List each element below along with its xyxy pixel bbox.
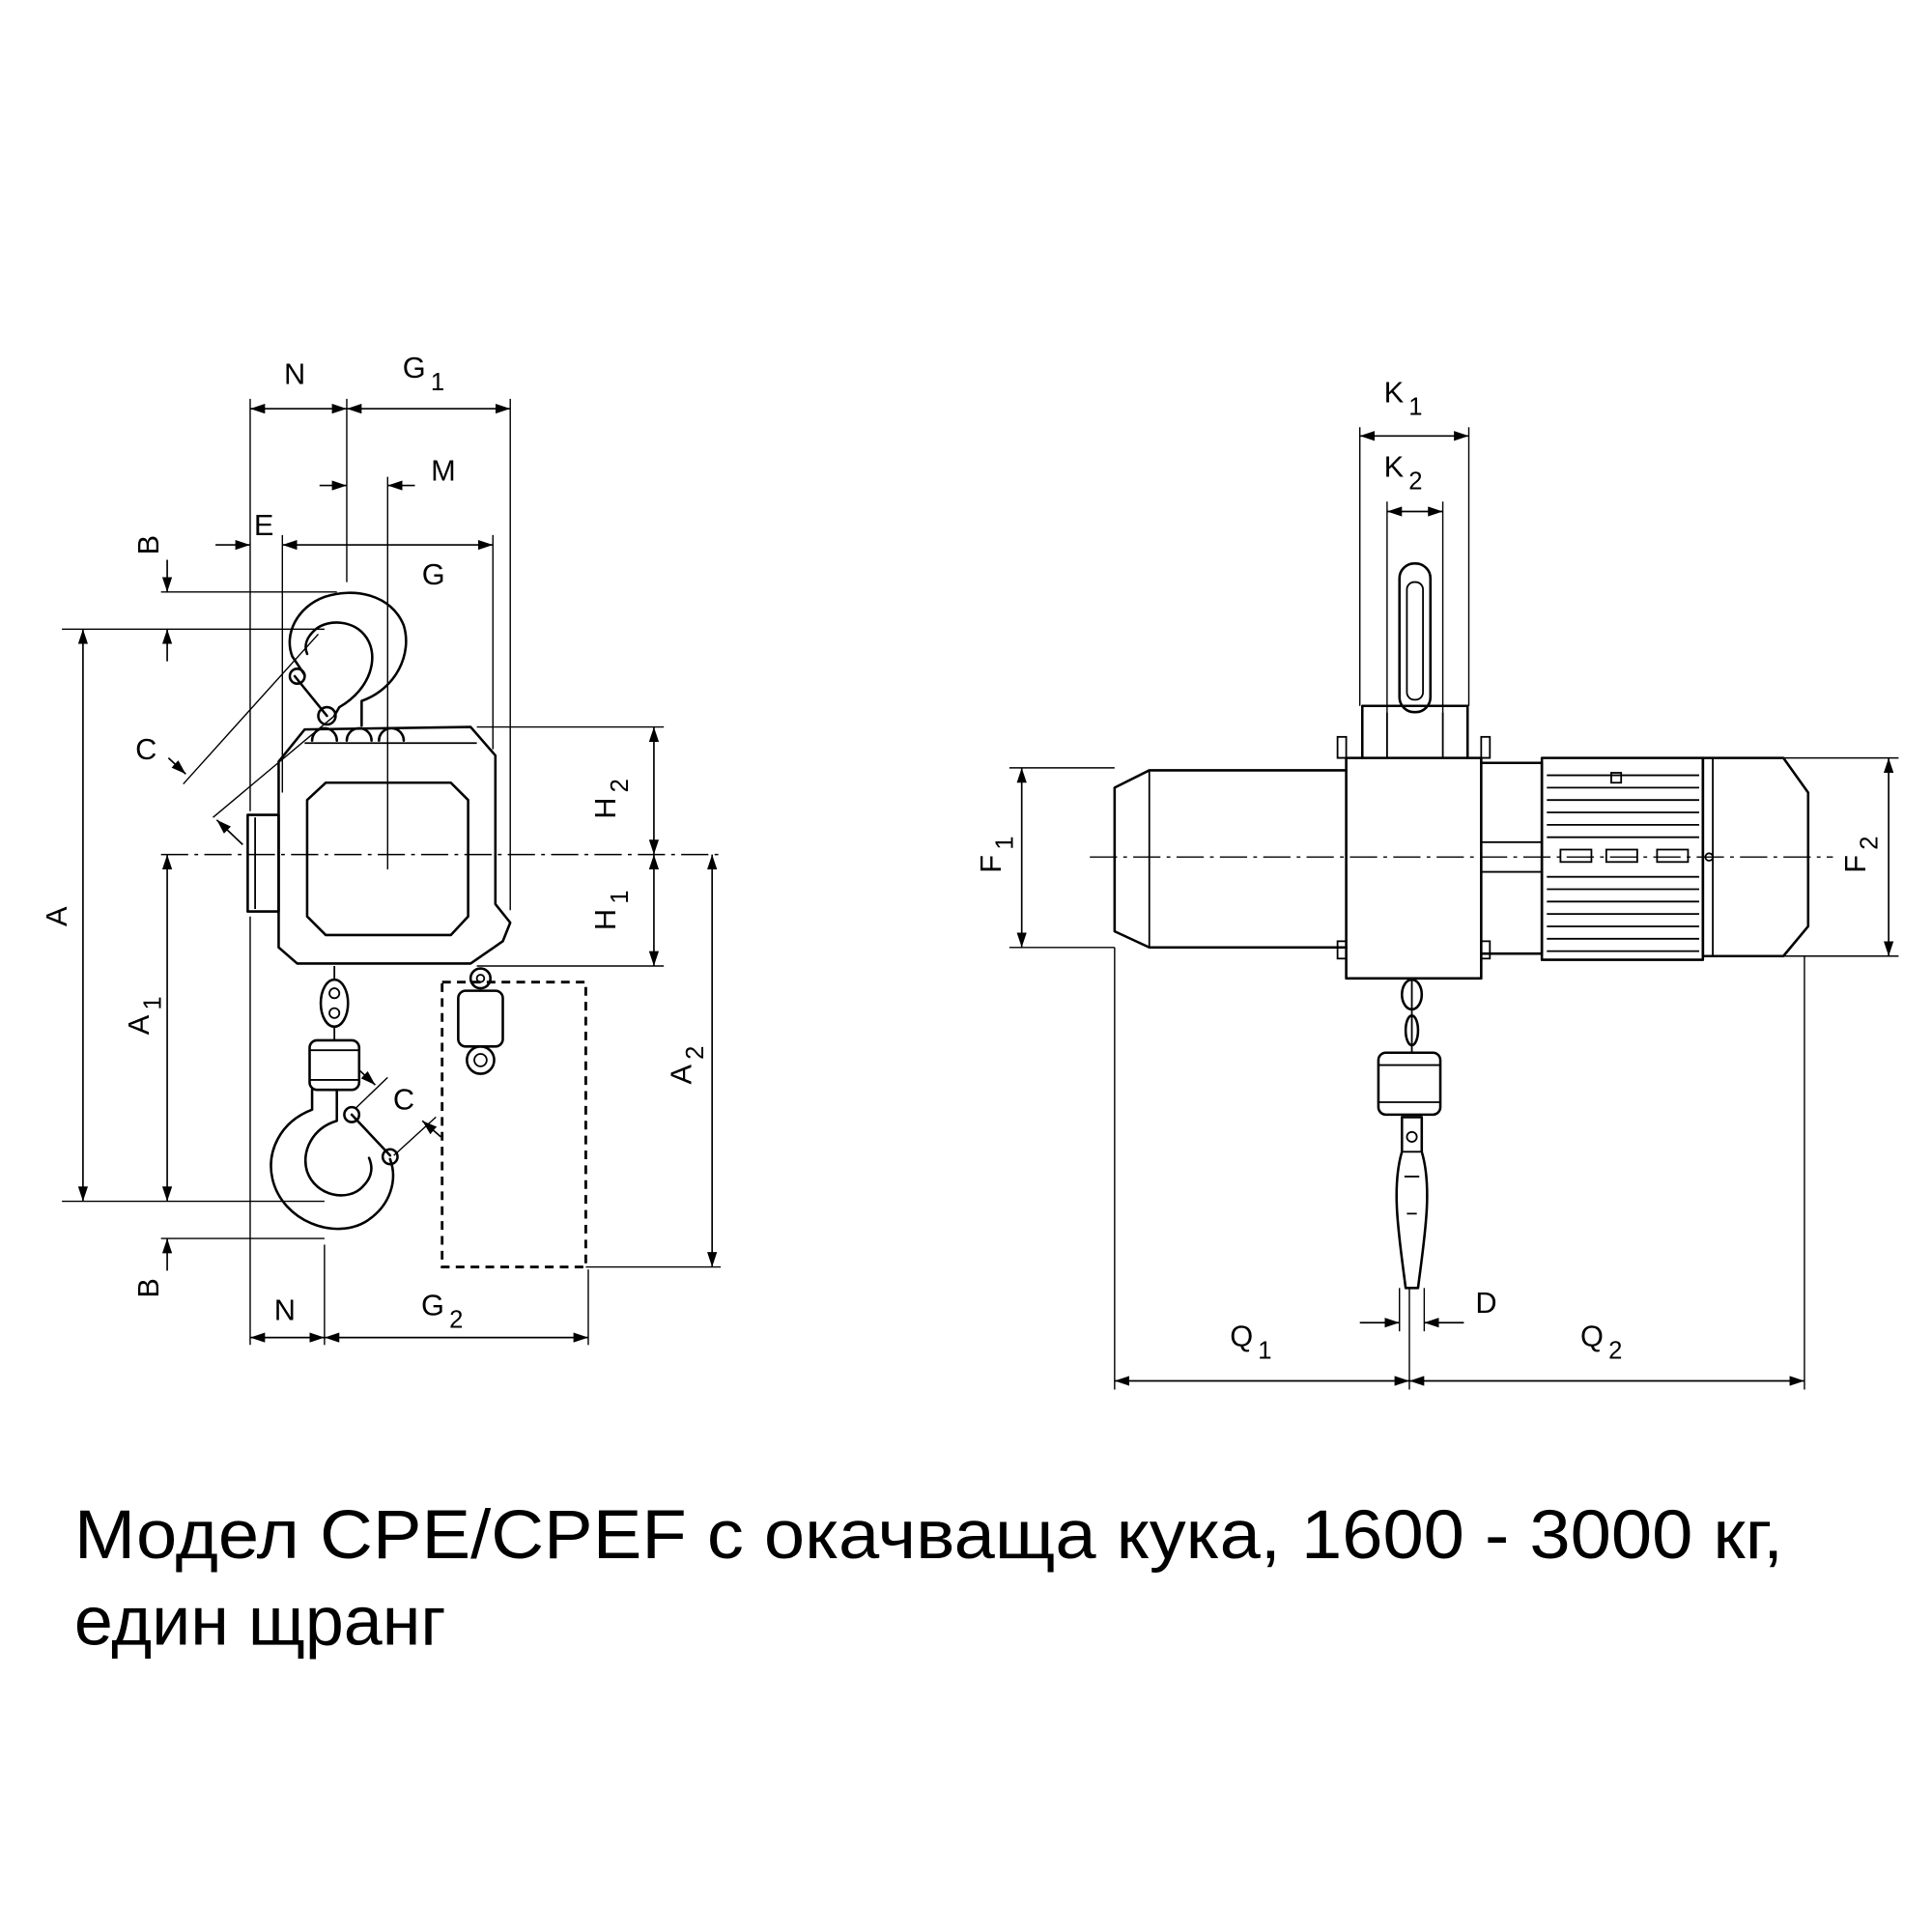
dim-label-m: M bbox=[431, 453, 456, 487]
central-frame bbox=[1336, 735, 1492, 980]
hook-block-front bbox=[1377, 1051, 1442, 1117]
dim-label-d: D bbox=[1475, 1286, 1496, 1320]
dim-label-h2: H2 bbox=[588, 779, 634, 819]
top-suspension-eye bbox=[1360, 562, 1469, 759]
caption-line-2: един щранг bbox=[74, 1583, 446, 1661]
hoist-body-side bbox=[246, 725, 512, 965]
front-extension-lines bbox=[1009, 427, 1899, 1390]
lower-load-hook bbox=[270, 966, 399, 1231]
motor-housing bbox=[1480, 756, 1810, 961]
hoist-side-view: N G1 M E B G C A H2 H1 A1 A2 C B N G2 bbox=[40, 351, 722, 1346]
body-top-bump-3 bbox=[378, 726, 406, 742]
chain-end-stop bbox=[457, 967, 504, 1075]
dim-arrow-c-bottom-outer bbox=[421, 1120, 441, 1138]
dim-label-c-top: C bbox=[135, 732, 156, 766]
hoist-front-view: K1 K2 F1 F2 D Q1 Q2 bbox=[974, 376, 1899, 1390]
control-box bbox=[246, 813, 280, 913]
dim-label-n-bottom: N bbox=[274, 1293, 296, 1327]
body-top-bump-1 bbox=[310, 726, 338, 742]
motor-terminal-box bbox=[1610, 772, 1623, 784]
dim-arrow-c-bottom-inner bbox=[358, 1069, 377, 1086]
front-load-hook bbox=[1377, 978, 1442, 1290]
dim-label-a1: A1 bbox=[122, 996, 167, 1035]
lower-hook-latch bbox=[350, 1113, 392, 1157]
dim-label-n-top: N bbox=[284, 356, 305, 390]
gearbox-housing bbox=[1113, 769, 1348, 950]
upper-suspension-hook bbox=[288, 591, 408, 727]
dim-label-a: A bbox=[40, 906, 73, 926]
chain-bag-clearance-box bbox=[440, 980, 587, 1268]
dim-label-e: E bbox=[254, 508, 274, 542]
caption-line-1: Модел CPE/CPEF с окачваща кука, 1600 - 3… bbox=[74, 1496, 1783, 1574]
dim-label-h1: H1 bbox=[588, 891, 634, 931]
body-top-bump-2 bbox=[345, 726, 373, 742]
dim-arrow-c-top-outer bbox=[167, 757, 186, 775]
motor-fan-cover bbox=[1701, 756, 1810, 958]
dim-label-f1: F1 bbox=[974, 837, 1019, 873]
dim-label-c-bottom: C bbox=[393, 1083, 414, 1117]
dim-arrow-c-top-inner bbox=[215, 819, 243, 845]
dim-label-b-bottom: B bbox=[131, 1278, 165, 1298]
chain-link-front bbox=[1401, 978, 1424, 1011]
suspension-bracket bbox=[1360, 704, 1469, 759]
dim-label-b-top: B bbox=[131, 535, 165, 555]
body-cover-panel bbox=[305, 781, 469, 937]
dim-label-f2: F2 bbox=[1838, 837, 1884, 873]
hook-block bbox=[308, 1038, 361, 1092]
dim-label-a2: A2 bbox=[664, 1046, 709, 1085]
dim-label-g: G bbox=[422, 557, 445, 591]
